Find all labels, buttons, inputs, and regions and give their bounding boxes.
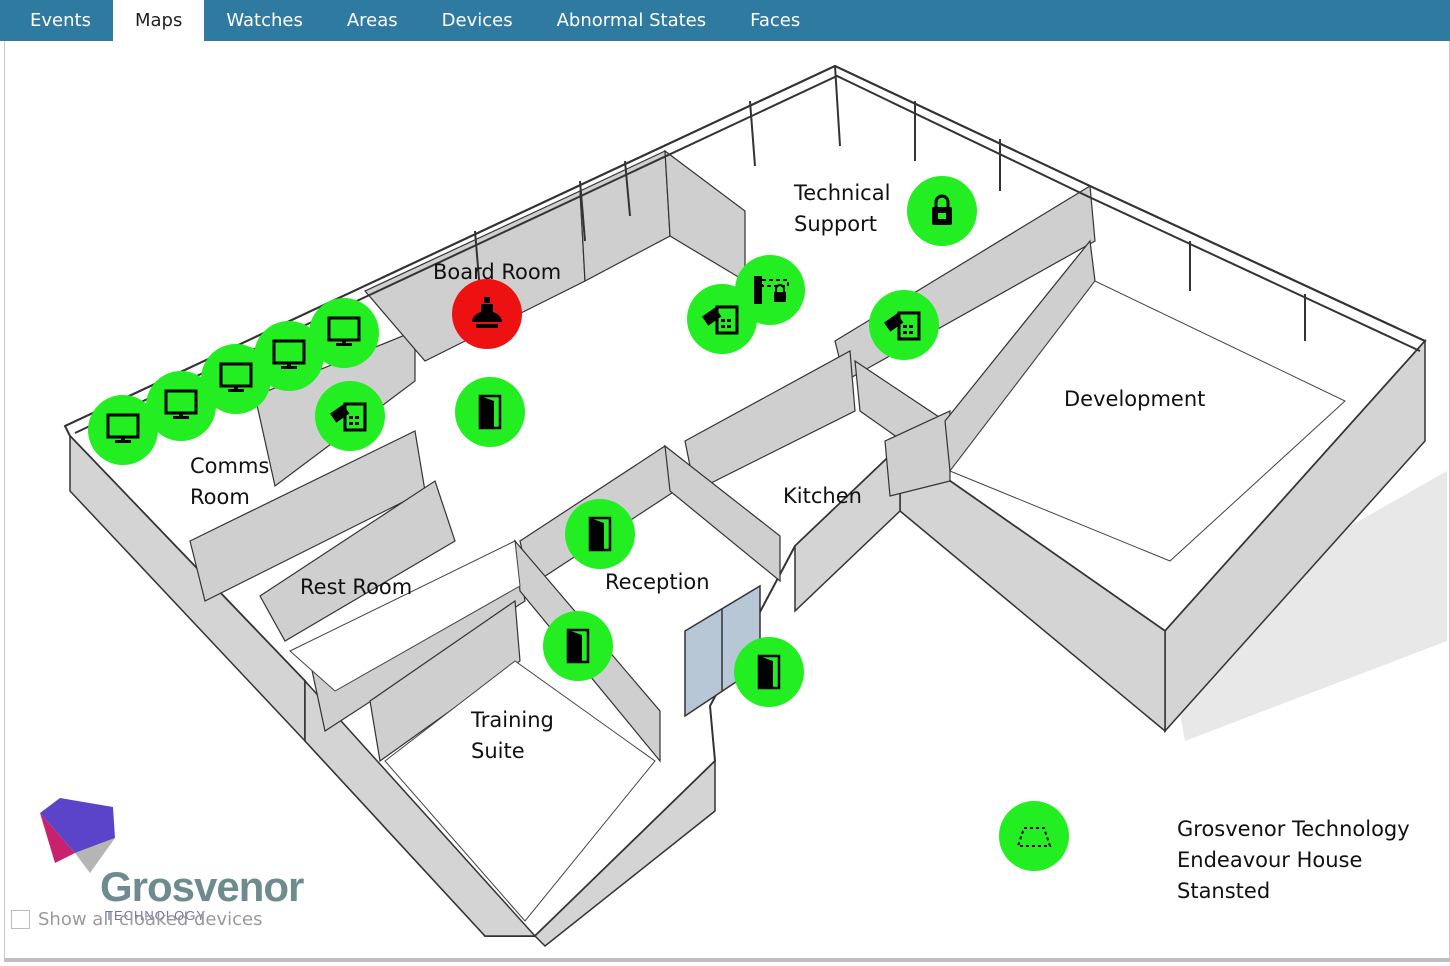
address-line-1: Grosvenor Technology — [1177, 817, 1410, 841]
padlock-icon — [932, 194, 952, 225]
keypad-reader-icon — [884, 311, 921, 341]
show-cloaked-checkbox[interactable] — [11, 910, 30, 929]
device-monitor-5[interactable] — [309, 298, 379, 368]
monitor-icon — [219, 362, 253, 392]
room-label-training-suite: Training Suite — [471, 708, 554, 763]
monitor-icon — [272, 339, 306, 369]
tab-bar: Events Maps Watches Areas Devices Abnorm… — [0, 0, 1450, 41]
tab-abnormal-states[interactable]: Abnormal States — [556, 10, 707, 31]
room-label-development: Development — [1064, 387, 1206, 411]
tab-areas[interactable]: Areas — [346, 10, 398, 31]
area-zone-icon — [1016, 827, 1052, 847]
tab-maps[interactable]: Maps — [112, 0, 205, 41]
device-keypad-reader-comms[interactable] — [315, 381, 385, 451]
show-cloaked-label: Show all cloaked devices — [38, 909, 263, 930]
device-door-board-room[interactable] — [455, 377, 525, 447]
device-door-entrance[interactable] — [734, 637, 804, 707]
device-door-training-suite[interactable] — [543, 611, 613, 681]
room-label-kitchen: Kitchen — [783, 484, 862, 508]
door-icon — [757, 654, 781, 690]
barrier-lock-icon — [754, 276, 789, 304]
tab-watches[interactable]: Watches — [226, 10, 303, 31]
grosvenor-logo: Grosvenor TECHNOLOGY — [35, 793, 335, 933]
logo-mark-icon — [40, 798, 115, 873]
keypad-reader-icon — [330, 402, 367, 432]
device-siren-board-room[interactable] — [452, 279, 522, 349]
show-cloaked-devices-toggle[interactable]: Show all cloaked devices — [11, 909, 263, 930]
logo-subtitle: TECHNOLOGY — [105, 908, 207, 923]
room-label-technical-support: Technical Support — [794, 181, 891, 236]
device-barrier-lock[interactable] — [735, 255, 805, 325]
siren-icon — [472, 297, 502, 328]
site-address: Grosvenor Technology Endeavour House Sta… — [1177, 814, 1410, 907]
tab-events[interactable]: Events — [30, 10, 91, 31]
address-line-2: Endeavour House — [1177, 848, 1363, 872]
door-icon — [588, 516, 612, 552]
room-label-rest-room: Rest Room — [300, 575, 413, 599]
keypad-reader-icon — [702, 305, 739, 335]
tab-devices[interactable]: Devices — [441, 10, 513, 31]
device-padlock-tech-support[interactable] — [907, 176, 977, 246]
logo-name: Grosvenor — [100, 863, 304, 910]
device-area-zone[interactable] — [999, 801, 1069, 871]
monitor-icon — [106, 413, 140, 443]
room-label-reception: Reception — [605, 570, 710, 594]
door-icon — [478, 394, 502, 430]
door-icon — [566, 628, 590, 664]
tab-faces[interactable]: Faces — [750, 10, 801, 31]
monitor-icon — [327, 316, 361, 346]
device-door-reception[interactable] — [565, 499, 635, 569]
room-label-comms-room: Comms Room — [190, 454, 270, 509]
monitor-icon — [164, 389, 198, 419]
address-line-3: Stansted — [1177, 879, 1271, 903]
map-canvas[interactable]: Technical Support Board Room Comms Room … — [4, 41, 1450, 962]
device-keypad-reader-development[interactable] — [869, 290, 939, 360]
